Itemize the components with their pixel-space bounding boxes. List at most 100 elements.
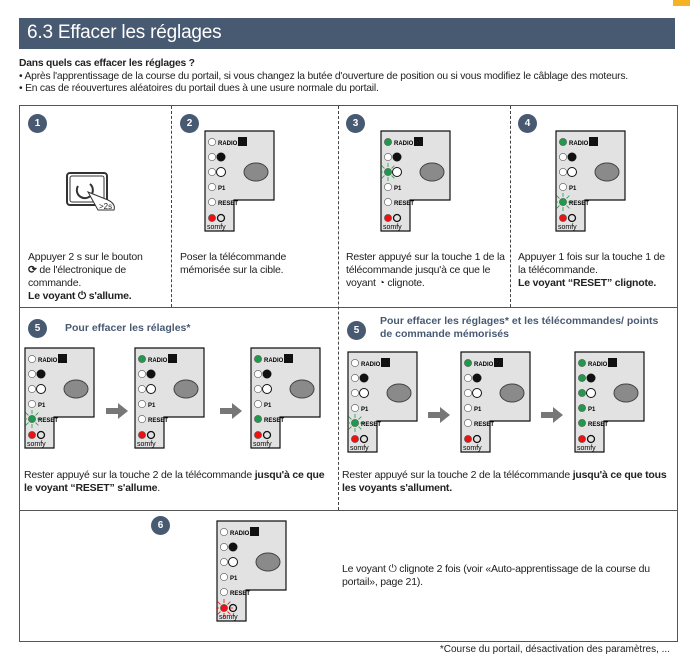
step-text-line: Appuyer 1 fois sur la touche 1 de la tél…	[518, 251, 665, 276]
pedestrian-icon	[392, 152, 402, 162]
step-text-bold: Le voyant ⏻ s'allume.	[28, 290, 132, 302]
remote-control-icon	[419, 162, 445, 182]
remote-control-icon	[289, 379, 315, 399]
led-blink-ray	[217, 611, 221, 615]
timer-icon	[262, 384, 272, 394]
radio-label: RADIO	[218, 141, 238, 147]
p1-label: P1	[474, 407, 482, 413]
led-indicator	[464, 404, 472, 412]
radio-label: RADIO	[264, 358, 284, 364]
somfy-logo: somfy	[350, 445, 369, 452]
led-indicator	[578, 389, 586, 397]
pedestrian-icon	[359, 373, 369, 383]
timer-icon	[36, 384, 46, 394]
timer-icon	[392, 167, 402, 177]
step-text-bold: jusqu'à ce que tous les voyants s'allume…	[342, 469, 667, 494]
remote-control-icon	[613, 383, 639, 403]
led-indicator	[559, 183, 567, 191]
step-text-bold: jusqu'à ce que le voyant “RESET” s'allum…	[24, 469, 325, 494]
p1-label: P1	[148, 403, 156, 409]
led-indicator	[578, 419, 586, 427]
led-indicator	[578, 435, 586, 443]
step-text: Rester appuyé sur la touche 1 de la télé…	[346, 251, 506, 290]
reset-label: RESET	[264, 418, 284, 424]
led-blink-ray	[35, 422, 39, 426]
page-tab-marker	[673, 0, 690, 6]
led-indicator	[220, 528, 228, 536]
led-indicator	[464, 374, 472, 382]
somfy-logo: somfy	[253, 441, 272, 448]
step-text: Rester appuyé sur la touche 2 de la télé…	[24, 469, 334, 495]
step-number: 4	[518, 114, 537, 133]
led-indicator	[351, 359, 359, 367]
power-icon	[262, 430, 272, 440]
rts-logo-icon	[589, 137, 598, 146]
steps-table: 1 >2s Appuyer 2 s sur le bouton ⟳ de l'é…	[19, 105, 678, 642]
led-indicator	[559, 153, 567, 161]
remote-control-icon	[173, 379, 199, 399]
led-indicator	[28, 370, 36, 378]
step-number: 2	[180, 114, 199, 133]
reset-button-icon: ⟳	[28, 264, 37, 276]
led-blink-ray	[556, 205, 560, 209]
radio-label: RADIO	[588, 362, 608, 368]
led-indicator	[138, 355, 146, 363]
somfy-logo: somfy	[207, 224, 226, 231]
remote-control-icon	[255, 552, 281, 572]
row-divider	[20, 510, 677, 511]
power-icon	[359, 434, 369, 444]
led-indicator	[351, 435, 359, 443]
led-indicator	[254, 415, 262, 423]
step-text-line: clignote.	[387, 277, 425, 289]
somfy-logo: somfy	[558, 224, 577, 231]
power-icon	[228, 603, 238, 613]
step-number: 6	[151, 516, 170, 535]
led-indicator	[208, 138, 216, 146]
svg-text:>2s: >2s	[99, 202, 112, 211]
led-indicator	[464, 419, 472, 427]
led-blink-ray	[348, 416, 352, 420]
led-indicator	[138, 400, 146, 408]
rts-logo-icon	[168, 354, 177, 363]
led-blink-ray	[35, 412, 39, 416]
somfy-logo: somfy	[137, 441, 156, 448]
power-icon	[146, 430, 156, 440]
timer-icon	[567, 167, 577, 177]
arrow-right-icon	[106, 403, 128, 419]
led-indicator	[220, 573, 228, 581]
p1-label: P1	[264, 403, 272, 409]
radio-label: RADIO	[230, 531, 250, 537]
led-indicator	[384, 214, 392, 222]
led-indicator	[254, 370, 262, 378]
p1-label: P1	[38, 403, 46, 409]
pedestrian-icon	[216, 152, 226, 162]
led-blink-ray	[391, 165, 395, 169]
pedestrian-icon	[262, 369, 272, 379]
timer-icon	[472, 388, 482, 398]
reset-label: RESET	[218, 201, 238, 207]
arrow-right-icon	[541, 407, 563, 423]
led-indicator	[138, 415, 146, 423]
step-text-line: Rester appuyé sur la touche 2 de la télé…	[24, 469, 255, 481]
pedestrian-icon	[586, 373, 596, 383]
p1-label: P1	[230, 576, 238, 582]
led-blink-ray	[566, 195, 570, 199]
led-indicator	[384, 153, 392, 161]
led-indicator	[578, 374, 586, 382]
radio-label: RADIO	[38, 358, 58, 364]
power-icon	[392, 213, 402, 223]
led-indicator	[220, 604, 228, 612]
led-indicator	[559, 138, 567, 146]
led-indicator	[351, 389, 359, 397]
remote-control-icon	[594, 162, 620, 182]
led-indicator	[559, 198, 567, 206]
reset-label: RESET	[38, 418, 58, 424]
led-indicator	[559, 214, 567, 222]
led-blink-ray	[348, 426, 352, 430]
timer-icon	[146, 384, 156, 394]
led-indicator	[220, 543, 228, 551]
somfy-logo: somfy	[383, 224, 402, 231]
